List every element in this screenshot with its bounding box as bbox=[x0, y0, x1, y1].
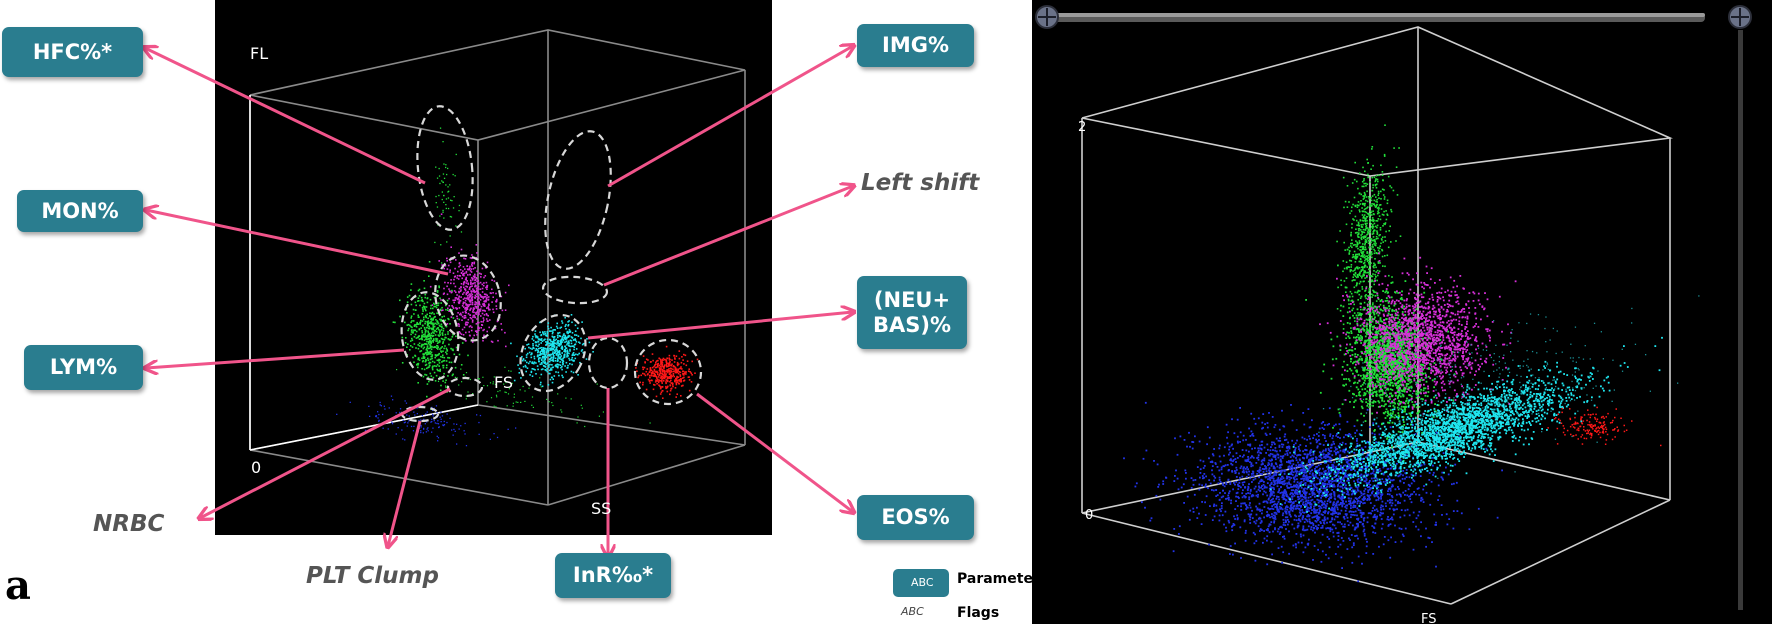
axis-label-fs: FS bbox=[494, 373, 513, 392]
legend-param-swatch: ABC bbox=[911, 576, 934, 589]
panel-b-cell-dots bbox=[1123, 124, 1699, 582]
tag-mon: MON% bbox=[17, 190, 143, 232]
tag-inr: InR‰* bbox=[555, 553, 671, 598]
tag-hfc: HFC%* bbox=[2, 27, 143, 77]
gate-left-shift bbox=[542, 275, 608, 305]
cluster-hfc bbox=[434, 128, 462, 264]
panel-b-axis-label-top: 2 bbox=[1078, 120, 1086, 135]
tag-neu-bas: (NEU+ BAS)% bbox=[857, 276, 967, 349]
axis-label-ss: SS bbox=[591, 499, 611, 518]
gate-inr bbox=[589, 338, 627, 388]
tag-lym: LYM% bbox=[24, 345, 143, 390]
panel-b-axis-label-fs: FS bbox=[1421, 612, 1437, 627]
arrow-left-shift bbox=[604, 186, 853, 285]
arrow-hfc bbox=[145, 48, 425, 183]
panel-letter-a: a bbox=[5, 562, 31, 609]
panel-a-cube bbox=[250, 30, 745, 505]
panel-a-cell-dots bbox=[336, 128, 698, 447]
legend-flag-label: Flags bbox=[957, 605, 999, 621]
legend-param-label: Paramete bbox=[957, 571, 1033, 587]
arrow-lym bbox=[146, 350, 404, 368]
flag-plt-clump: PLT Clump bbox=[306, 563, 439, 589]
axis-label-fl: FL bbox=[250, 44, 268, 63]
gate-fs bbox=[448, 378, 482, 396]
tag-eos: EOS% bbox=[857, 495, 974, 540]
cluster-b-red bbox=[1547, 407, 1661, 447]
arrow-mon bbox=[146, 210, 448, 274]
cluster-eos bbox=[635, 346, 698, 399]
flag-left-shift: Left shift bbox=[861, 170, 979, 196]
arrow-neu bbox=[588, 312, 853, 338]
panel-b-axis-label-zero: 0 bbox=[1085, 508, 1093, 523]
axis-label-zero: 0 bbox=[251, 458, 261, 477]
tag-img: IMG% bbox=[857, 24, 974, 67]
arrow-plt bbox=[388, 421, 420, 546]
panel-letter-b: b bbox=[1034, 565, 1062, 612]
legend-flag-swatch: ABC bbox=[901, 605, 924, 618]
panel-a-arrows bbox=[145, 46, 853, 556]
flag-nrbc: NRBC bbox=[93, 511, 164, 537]
